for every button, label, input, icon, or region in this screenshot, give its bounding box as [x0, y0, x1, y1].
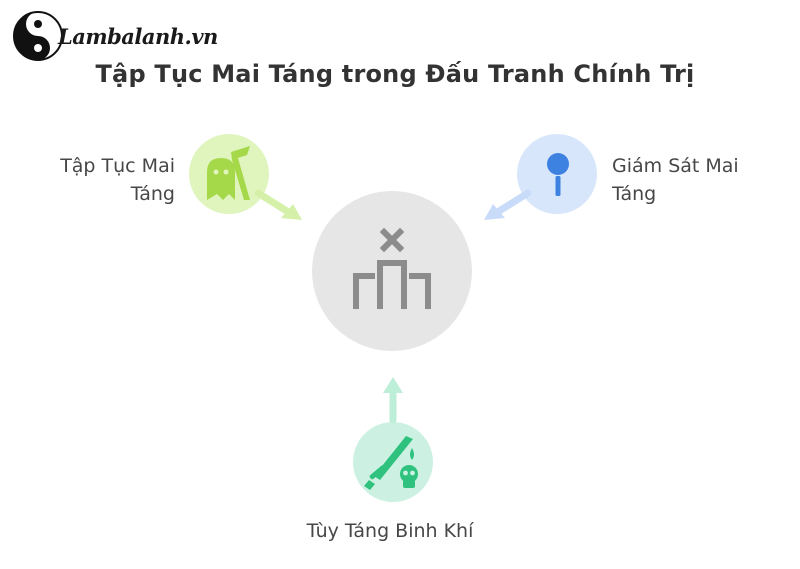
- sword-skull-icon: [364, 436, 418, 490]
- node-left: [189, 134, 302, 220]
- sarcophagus-icon: [353, 227, 431, 309]
- ghost-scythe-icon: [207, 146, 250, 200]
- center-circle: [312, 191, 472, 351]
- node-bottom-label: Tùy Táng Binh Khí: [306, 520, 474, 542]
- pin-icon: [547, 153, 569, 196]
- node-bottom: [353, 377, 433, 502]
- node-right-label: Giám Sát Mai Táng: [612, 155, 739, 205]
- node-left-label: Tập Tục Mai Táng: [60, 155, 175, 205]
- yin-yang-icon: [13, 11, 63, 61]
- site-logo[interactable]: Lambalanh.vn: [12, 10, 218, 62]
- logo-text: Lambalanh.vn: [58, 23, 218, 49]
- diagram-title: Tập Tục Mai Táng trong Đấu Tranh Chính T…: [95, 60, 695, 88]
- node-right: [484, 134, 597, 220]
